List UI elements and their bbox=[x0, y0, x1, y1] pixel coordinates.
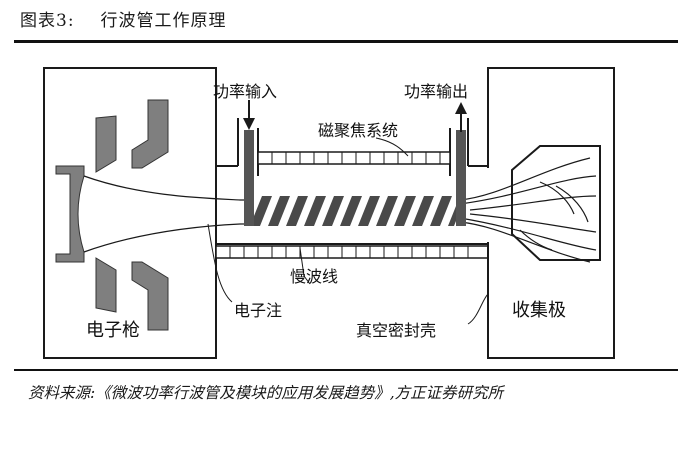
gun-lower-right-electrode bbox=[131, 261, 169, 331]
magnetic-focus-lower bbox=[215, 245, 489, 259]
electron-beam bbox=[83, 157, 597, 263]
vacuum-envelope-label: 真空密封壳 bbox=[356, 321, 436, 340]
input-arrow bbox=[243, 100, 255, 130]
slow-wave-helix bbox=[250, 196, 466, 226]
gun-lower-left-electrode bbox=[95, 257, 117, 313]
output-arrow bbox=[455, 102, 467, 132]
power-output-label: 功率输出 bbox=[404, 82, 468, 101]
slow-wave-label: 慢波线 bbox=[290, 267, 338, 286]
gun-upper-left-electrode bbox=[95, 115, 117, 173]
input-coupler bbox=[244, 130, 254, 226]
magnetic-focus-lower-ticks bbox=[229, 246, 469, 258]
electron-beam-label: 电子注 bbox=[234, 301, 282, 320]
figure-number: 图表3: bbox=[20, 11, 75, 31]
magnetic-focus-label: 磁聚焦系统 bbox=[318, 121, 398, 140]
magnetic-focus-upper-ticks bbox=[271, 152, 441, 164]
electron-gun-label: 电子枪 bbox=[86, 320, 140, 341]
top-rule bbox=[14, 40, 678, 43]
gun-upper-right-electrode bbox=[131, 99, 169, 169]
figure-title: 图表3: 行波管工作原理 bbox=[20, 6, 227, 31]
magnetic-focus-upper bbox=[257, 151, 451, 165]
output-coupler bbox=[456, 130, 466, 226]
collector-gap-mask bbox=[486, 168, 490, 242]
cathode bbox=[55, 165, 85, 263]
electron-gun-housing bbox=[43, 67, 217, 359]
power-input-label: 功率输入 bbox=[213, 82, 277, 101]
leader-lines bbox=[207, 137, 489, 325]
figure-title-text: 行波管工作原理 bbox=[100, 11, 227, 31]
source-note: 资料来源:《微波功率行波管及模块的应用发展趋势》,方正证券研究所 bbox=[28, 384, 504, 402]
bottom-rule bbox=[14, 369, 678, 371]
collector-label: 收集极 bbox=[512, 300, 566, 321]
collector-electrode bbox=[511, 145, 601, 261]
